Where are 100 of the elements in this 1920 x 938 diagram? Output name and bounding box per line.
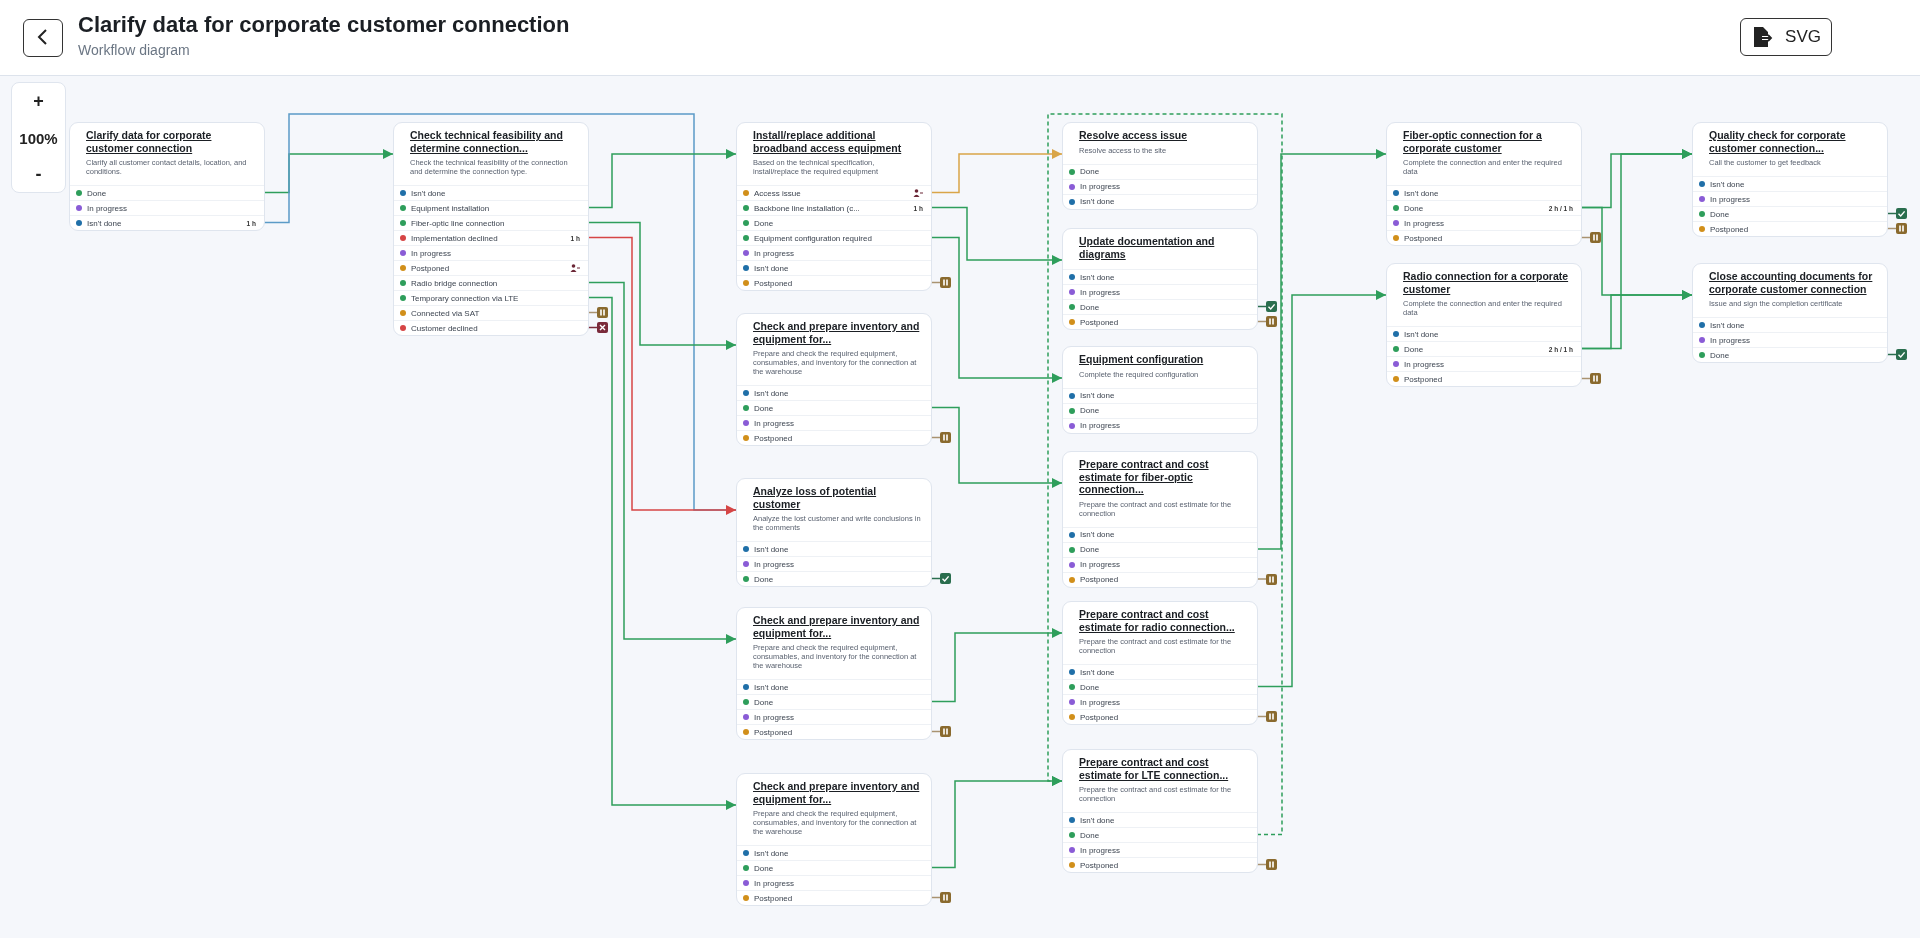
status-row	[1387, 215, 1581, 230]
status-label: Postponed	[754, 433, 793, 443]
status-label: Isn't done	[1080, 272, 1115, 282]
task-card	[1062, 451, 1258, 588]
pause-icon	[1266, 711, 1277, 722]
zoom-level: 100%	[18, 128, 59, 149]
status-label: Done	[1080, 302, 1100, 312]
status-label: In progress	[754, 878, 795, 888]
status-label: Postponed	[1404, 374, 1443, 384]
pause-icon	[1266, 573, 1277, 585]
status-row	[737, 709, 931, 724]
zoom-out-button: -	[12, 156, 65, 192]
status-label: Done	[1710, 209, 1730, 219]
task-card	[1062, 122, 1258, 210]
status-label: Isn't done	[1710, 320, 1745, 330]
status-row	[1063, 571, 1257, 587]
task-title: Close accounting documents for corporate customer connection	[1709, 270, 1874, 295]
connector-line	[1256, 578, 1267, 580]
pause-icon	[940, 726, 951, 737]
status-row	[1063, 694, 1257, 709]
status-label: Done	[754, 863, 774, 873]
task-title: Prepare contract and cost estimate for LTE connection...	[1079, 756, 1230, 781]
task-title: Install/replace additional broadband access equipment	[753, 129, 903, 154]
status-label: Postponed	[1710, 224, 1749, 234]
status-row	[1387, 230, 1581, 245]
status-label: Postponed	[754, 893, 793, 903]
status-label: Isn't done	[411, 188, 446, 198]
arrow	[587, 281, 737, 644]
status-label: Isn't done	[1080, 391, 1115, 400]
status-label: Postponed	[411, 263, 450, 273]
status-row	[394, 290, 588, 305]
check-icon	[940, 573, 951, 584]
arrow	[587, 296, 737, 810]
status-row	[1063, 417, 1257, 433]
status-row	[737, 200, 931, 215]
task-card	[393, 122, 589, 336]
arrow	[930, 236, 1063, 383]
status-label: Done	[1404, 344, 1424, 354]
status-row	[737, 415, 931, 430]
pause-icon	[1266, 859, 1277, 870]
task-title: Prepare contract and cost estimate for fiber-optic connection...	[1079, 458, 1210, 496]
task-card	[1062, 228, 1258, 330]
status-label: Equipment installation	[411, 203, 490, 213]
status-label: Done	[754, 697, 774, 707]
status-row	[1063, 556, 1257, 572]
status-label: Done	[1080, 406, 1100, 415]
status-row	[1063, 178, 1257, 194]
status-row	[737, 275, 931, 290]
status-label: In progress	[1710, 335, 1751, 345]
status-label: In progress	[1080, 697, 1121, 707]
status-row	[1063, 314, 1257, 329]
task-title: Quality check for corporate customer connection...	[1709, 129, 1847, 154]
status-row	[1387, 356, 1581, 371]
arrow	[1580, 290, 1693, 350]
pause-icon	[597, 307, 608, 318]
check-icon	[1896, 208, 1907, 219]
task-title: Equipment configuration	[1079, 353, 1205, 366]
status-label: Equipment configuration required	[754, 233, 872, 243]
status-label: Done	[754, 218, 774, 228]
task-card	[1062, 601, 1258, 725]
status-label: Done	[1080, 682, 1100, 692]
arrow	[1047, 113, 1283, 836]
arrow	[930, 149, 1063, 194]
status-label: In progress	[1080, 421, 1121, 430]
cross-icon	[597, 322, 608, 333]
page-title: Clarify data for corporate customer connection	[78, 12, 570, 38]
task-title: Fiber-optic connection for a corporate customer	[1403, 129, 1543, 154]
status-label: Postponed	[754, 727, 793, 737]
status-row	[737, 185, 931, 200]
arrow	[587, 236, 737, 515]
pause-icon	[940, 892, 951, 903]
status-label: Isn't done	[1404, 188, 1439, 198]
status-row	[737, 875, 931, 890]
status-label: Done	[1710, 350, 1730, 360]
status-label: Implementation declined	[411, 233, 498, 243]
status-label: Isn't done	[754, 263, 789, 273]
task-card	[736, 478, 932, 587]
task-card	[736, 313, 932, 446]
zoom-in-button: +	[12, 83, 65, 119]
status-label: In progress	[1080, 287, 1121, 297]
arrow	[1256, 290, 1387, 688]
export-button: SVG	[1740, 18, 1832, 56]
task-card	[1062, 346, 1258, 434]
status-label: Isn't done	[754, 544, 789, 554]
task-title: Prepare contract and cost estimate for radio connection...	[1079, 608, 1236, 633]
status-label: Done	[1404, 203, 1424, 213]
task-title: Check technical feasibility and determine connection...	[410, 129, 564, 154]
task-card	[736, 773, 932, 906]
arrow	[587, 149, 737, 209]
status-label: Done	[754, 574, 774, 584]
task-title: Radio connection for a corporate customer	[1403, 270, 1570, 295]
status-label: In progress	[87, 203, 128, 213]
status-label: Isn't done	[1080, 815, 1115, 825]
status-label: Isn't done	[1404, 329, 1439, 339]
status-label: Postponed	[1404, 233, 1443, 243]
arrow	[930, 206, 1063, 265]
status-label: In progress	[1080, 845, 1121, 855]
status-label: In progress	[411, 248, 452, 258]
status-label: Postponed	[1080, 860, 1119, 870]
status-label: Isn't done	[1080, 197, 1115, 206]
